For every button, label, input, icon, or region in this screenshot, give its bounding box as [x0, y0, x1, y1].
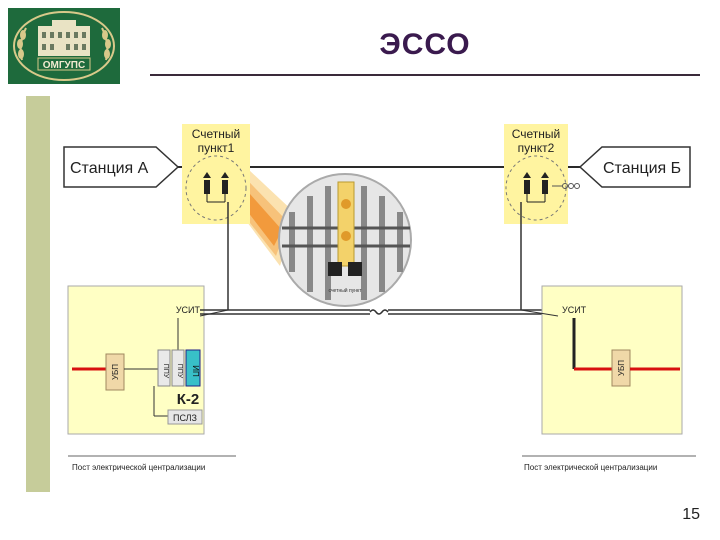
ubp-right: УБП — [617, 360, 626, 376]
counter2-line1: Счетный — [512, 127, 561, 141]
zoom-detail: счетный пункт — [278, 173, 412, 307]
counter1-line2: пункт1 — [198, 141, 235, 155]
post-left-caption: Пост электрической централизации — [72, 463, 205, 472]
counter-cables — [227, 202, 522, 310]
usit-left: УСИТ — [176, 305, 201, 315]
zoom-caption: счетный пункт — [329, 287, 363, 294]
page-title: ЭССО — [379, 28, 471, 61]
ppu-2: ППУ — [176, 364, 183, 379]
title-divider — [150, 74, 700, 76]
university-logo: ОМГУПС — [8, 8, 120, 84]
sensor-pair-1 — [203, 172, 229, 203]
k2-label: К-2 — [177, 391, 200, 408]
esso-diagram: Станция А Станция Б Счетный пункт1 — [50, 96, 702, 492]
station-a-label: Станция А — [70, 160, 149, 177]
sensor-pair-2 — [523, 172, 549, 203]
counter-point-2: Счетный пункт2 — [504, 124, 580, 224]
logo-text: ОМГУПС — [43, 60, 85, 71]
station-a-box: Станция А — [63, 146, 180, 188]
usit-right: УСИТ — [562, 305, 587, 315]
post-left: УСИТ УБП ППУ ППУ ИП К-2 ПСЛЗ Пост электр… — [67, 285, 236, 472]
post-right-caption: Пост электрической централизации — [524, 463, 657, 472]
station-b-label: Станция Б — [603, 160, 681, 177]
station-b-box: Станция Б — [578, 146, 691, 188]
side-strip — [26, 96, 50, 492]
cable-coupler-icon — [552, 183, 580, 189]
ppu-1: ППУ — [162, 364, 169, 379]
ubp-left: УБП — [111, 364, 120, 380]
pslz-label: ПСЛЗ — [173, 413, 197, 423]
post-right: УСИТ УБП Пост электрической централизаци… — [520, 285, 696, 472]
counter1-line1: Счетный — [192, 127, 241, 141]
ip-box: ИП — [191, 365, 200, 377]
counter-point-1: Счетный пункт1 — [182, 124, 250, 224]
page-number: 15 — [682, 506, 700, 523]
transmission-line — [200, 309, 560, 315]
counter2-line2: пункт2 — [518, 141, 555, 155]
